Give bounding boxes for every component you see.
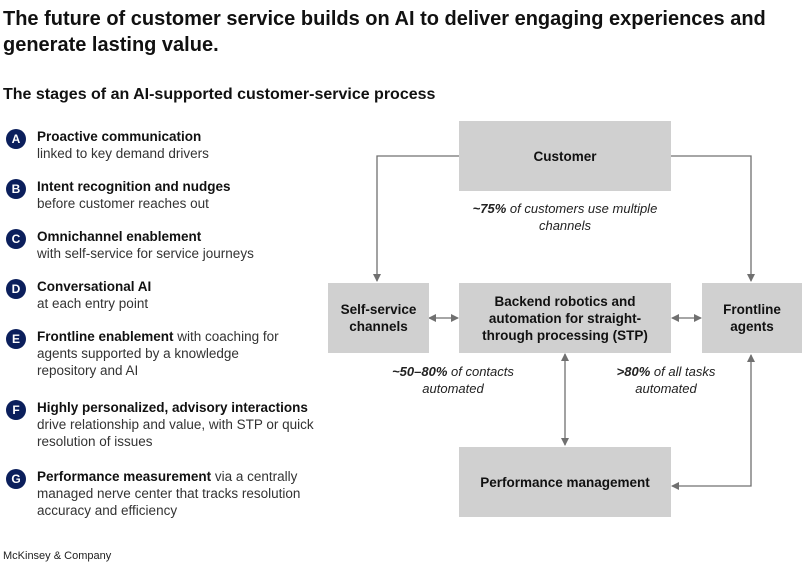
arrow-performance-frontline <box>671 354 755 490</box>
arrow-customer-to-frontline <box>671 155 755 282</box>
stage-heading: Omnichannel enablement <box>37 229 202 244</box>
stage-description: with coaching for agents supported by a … <box>37 329 279 378</box>
stage-description: at each entry point <box>37 296 149 311</box>
source-credit: McKinsey & Company <box>3 550 112 562</box>
stage-e: E Frontline enablement with coaching for… <box>6 328 286 379</box>
stage-badge: E <box>6 329 26 349</box>
note-text: of customers use multiple channels <box>506 201 658 233</box>
stage-heading: Conversational AI <box>37 279 152 294</box>
stage-badge: B <box>6 179 26 199</box>
performance-box: Performance management <box>459 447 671 517</box>
note-value: ~75% <box>472 201 507 216</box>
note-customers-channels: ~75% of customers use multiple channels <box>470 200 660 234</box>
stage-description: drive relationship and value, with STP o… <box>37 417 314 449</box>
stage-g: G Performance measurement via a centrall… <box>6 468 316 519</box>
stage-badge: F <box>6 400 26 420</box>
stage-heading: Frontline enablement <box>37 329 174 344</box>
arrow-customer-to-self-service <box>373 155 459 282</box>
note-tasks-automated: >80% of all tasks automated <box>606 363 726 397</box>
stage-heading: Highly personalized, advisory interactio… <box>37 400 308 415</box>
note-text: of all tasks automated <box>635 364 716 396</box>
note-text: of contacts automated <box>422 364 514 396</box>
stage-badge: G <box>6 469 26 489</box>
self-service-box: Self-service channels <box>328 283 429 353</box>
stage-description: linked to key demand drivers <box>37 146 209 161</box>
stage-description: with self-service for service journeys <box>37 246 254 261</box>
backend-box: Backend robotics and automation for stra… <box>459 283 671 353</box>
customer-box: Customer <box>459 121 671 191</box>
stage-heading: Proactive communication <box>37 129 202 144</box>
stage-description: before customer reaches out <box>37 196 209 211</box>
stage-heading: Performance measurement <box>37 469 212 484</box>
stage-c: C Omnichannel enablement with self-servic… <box>6 228 326 262</box>
stage-f: F Highly personalized, advisory interact… <box>6 399 326 450</box>
stage-b: B Intent recognition and nudges before cu… <box>6 178 326 212</box>
stage-a: A Proactive communication linked to key d… <box>6 128 326 162</box>
stage-badge: A <box>6 129 26 149</box>
frontline-box: Frontline agents <box>702 283 802 353</box>
stage-badge: C <box>6 229 26 249</box>
diagram-subtitle: The stages of an AI-supported customer-s… <box>3 86 436 103</box>
note-value: >80% <box>616 364 651 379</box>
stage-description: via a centrally managed nerve center tha… <box>37 469 301 518</box>
note-value: ~50–80% <box>392 364 448 379</box>
stage-d: D Conversational AI at each entry point <box>6 278 326 312</box>
page-title: The future of customer service builds on… <box>3 8 766 56</box>
stage-badge: D <box>6 279 26 299</box>
note-contacts-automated: ~50–80% of contacts automated <box>383 363 523 397</box>
stage-heading: Intent recognition and nudges <box>37 179 231 194</box>
